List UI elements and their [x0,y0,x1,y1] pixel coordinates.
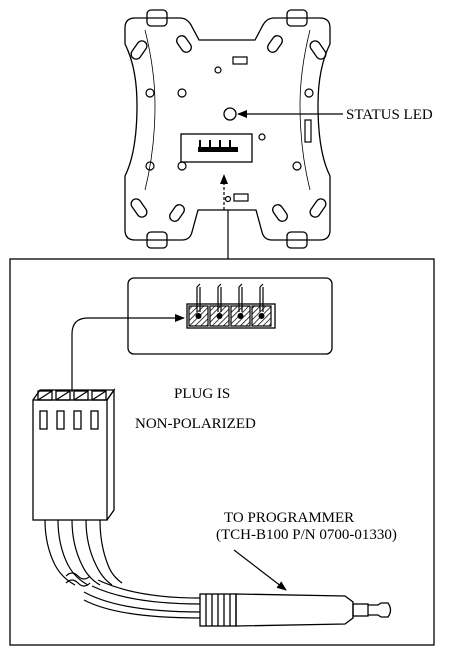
programmer-label-line2: (TCH-B100 P/N 0700-01330) [216,527,397,543]
mounting-slots [130,35,327,222]
plate-header-connector [180,133,253,163]
detail-box [9,258,435,646]
status-led-label: STATUS LED [346,107,433,123]
audio-jack [199,593,392,627]
screw-holes [145,66,314,203]
enlarged-header [127,277,333,355]
programmer-label-line1: TO PROGRAMMER [224,510,354,526]
plug-housing [32,387,116,521]
cable-wires [44,519,201,619]
plug-label-line1: PLUG IS [174,386,230,402]
programmer-arrow [233,549,287,591]
plug-to-header-arrow [71,314,185,392]
mounting-plate [124,9,331,249]
plate-cutouts [232,56,312,202]
plug-label-line2: NON-POLARIZED [135,416,256,432]
status-led [223,107,237,121]
